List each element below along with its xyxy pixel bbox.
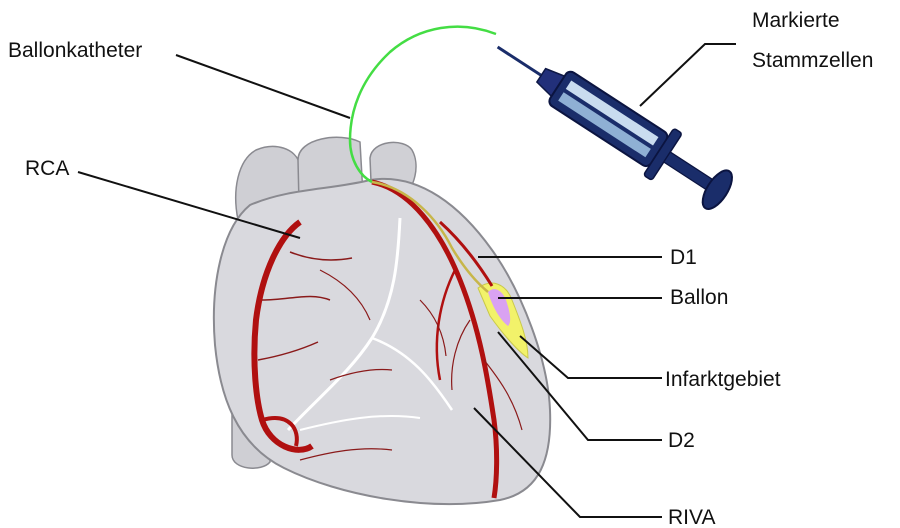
label-riva: RIVA <box>668 506 715 528</box>
leader-markierte <box>640 44 736 106</box>
label-ballon: Ballon <box>670 286 728 309</box>
label-d2: D2 <box>668 429 695 452</box>
label-infarktgebiet: Infarktgebiet <box>665 368 781 391</box>
label-rca: RCA <box>25 157 69 180</box>
label-d1: D1 <box>670 246 697 269</box>
syringe-illustration <box>482 24 741 219</box>
leader-ballonkatheter <box>176 55 350 118</box>
label-stammzellen: Stammzellen <box>752 49 873 72</box>
label-markierte: Markierte <box>752 9 840 32</box>
heart-illustration <box>214 137 550 504</box>
label-ballonkatheter: Ballonkatheter <box>8 39 142 62</box>
